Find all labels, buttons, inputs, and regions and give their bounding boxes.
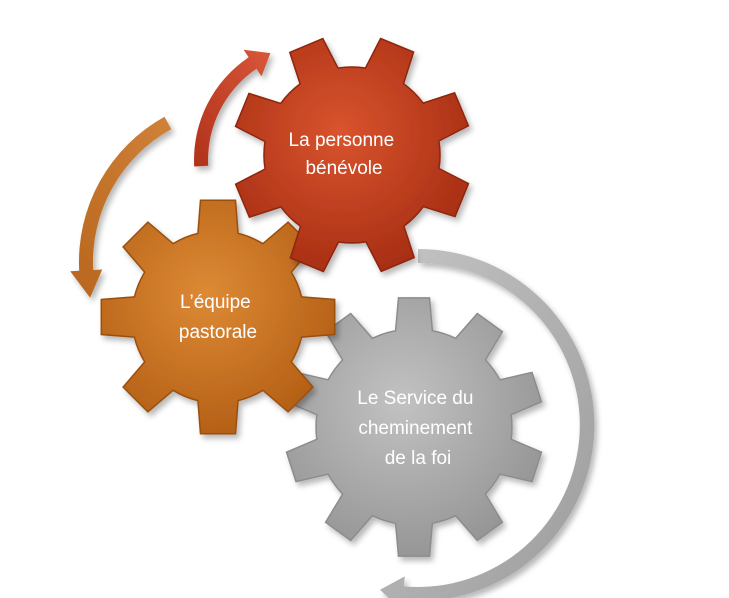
gear-equipe: L’équipe pastorale (100, 199, 336, 435)
svg-text:La personne bénévole: La personne bénévole (289, 130, 400, 179)
gear-benevole: La personne bénévole (234, 37, 470, 273)
gear-benevole-label-line-2: bénévole (305, 158, 382, 179)
arrow-red (194, 49, 271, 167)
gear-service: Le Service du cheminement de la foi (285, 297, 543, 557)
gear-service-label-line-1: Le Service du (357, 388, 473, 409)
arrow-orange (70, 116, 172, 298)
gear-benevole-label-line-1: La personne (289, 130, 395, 151)
gear-service-label-line-2: cheminement (358, 418, 473, 439)
gear-service-label-line-3: de la foi (385, 448, 452, 469)
svg-text:Le Service du cheminemen: Le Service du cheminement de la foi (357, 388, 478, 469)
gear-equipe-label-line-2: pastorale (179, 322, 257, 343)
svg-text:L’équipe pastorale: L’équipe pastorale (179, 292, 257, 343)
gear-equipe-label-line-1: L’équipe (180, 292, 251, 313)
